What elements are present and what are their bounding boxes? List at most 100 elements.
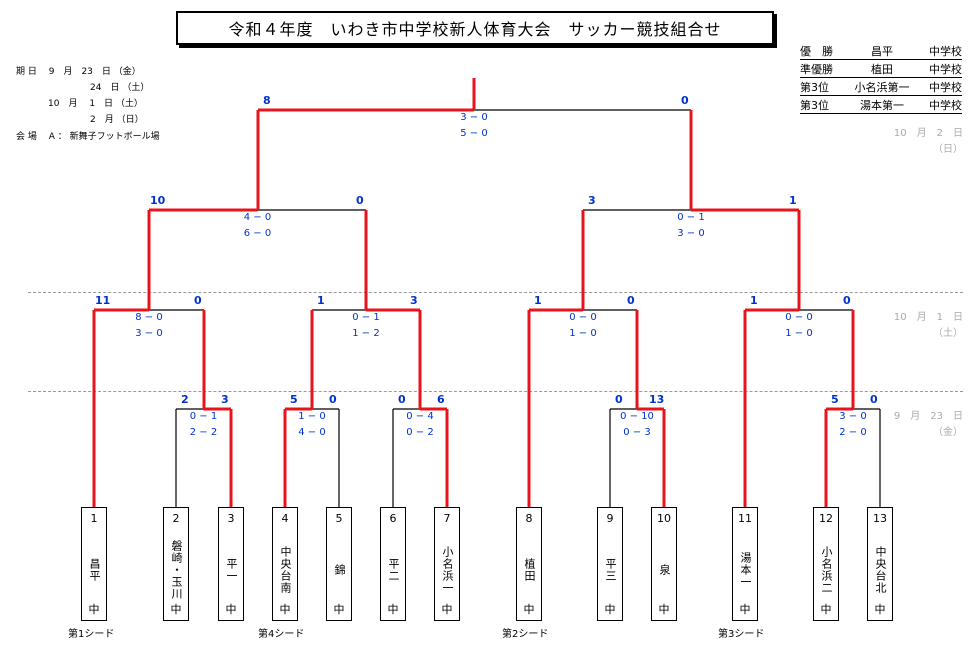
result-suffix: 中学校 <box>929 44 962 58</box>
left-goals: 1 <box>750 294 758 307</box>
team-name: 平二 <box>387 558 400 582</box>
team-suffix: 中 <box>225 603 237 616</box>
half1-score: 0 − 10 <box>620 411 654 422</box>
team-number: 7 <box>443 512 451 525</box>
seed-label: 第1シード <box>68 629 115 640</box>
half2-score: 3 − 0 <box>677 228 705 239</box>
schedule-line-2: 24 日 （土） <box>90 83 150 93</box>
result-rank: 第3位 <box>800 98 829 112</box>
team-suffix: 中 <box>170 603 182 616</box>
half2-score: 6 − 0 <box>243 228 272 239</box>
left-goals: 0 <box>398 393 406 406</box>
team-number: 11 <box>738 512 752 525</box>
team-suffix: 中 <box>441 603 453 616</box>
results-table: 優 勝昌平中学校 準優勝植田中学校 第3位小名浜第一中学校 第3位湯本第一中学校 <box>800 42 962 114</box>
team-number: 5 <box>335 512 343 525</box>
result-row: 第3位湯本第一中学校 <box>800 96 962 114</box>
right-goals: 6 <box>437 393 445 406</box>
right-goals: 1 <box>789 194 797 207</box>
half2-score: 1 − 2 <box>352 328 380 339</box>
half1-score: 0 − 4 <box>406 411 434 422</box>
schedule-line-3: 10 月 1 日 （土） <box>48 99 143 109</box>
result-rank: 準優勝 <box>800 62 833 76</box>
team-number: 6 <box>389 512 397 525</box>
team-box: 3 平一中 <box>218 507 244 621</box>
seed-label: 第3シード <box>718 629 765 640</box>
team-number: 9 <box>606 512 614 525</box>
result-suffix: 中学校 <box>929 80 962 94</box>
half2-score: 2 − 2 <box>189 427 218 438</box>
day-label-final: 10 月 2 日 （日） <box>893 128 963 155</box>
schedule-line-4: 2 月 （日） <box>90 115 144 125</box>
team-name: 小名浜一 <box>441 546 454 594</box>
seed-label: 第2シード <box>502 629 549 640</box>
venue: 会 場 A ： 新舞子フットボール場 <box>16 132 160 142</box>
left-goals: 2 <box>181 393 189 406</box>
left-goals: 1 <box>317 294 325 307</box>
team-number: 10 <box>657 512 671 525</box>
half1-score: 3 − 0 <box>460 112 488 123</box>
day-divider <box>28 391 963 392</box>
half1-score: 0 − 1 <box>677 212 705 223</box>
half1-score: 0 − 1 <box>189 411 218 422</box>
page-title: 令和４年度 いわき市中学校新人体育大会 サッカー競技組合せ <box>176 11 774 45</box>
team-name: 錦 <box>333 564 346 576</box>
team-suffix: 中 <box>387 603 399 616</box>
team-suffix: 中 <box>874 603 886 616</box>
team-number: 4 <box>281 512 289 525</box>
right-goals: 0 <box>681 94 689 107</box>
team-name: 中央台南 <box>279 546 292 594</box>
result-name: 植田 <box>871 62 893 76</box>
team-number: 12 <box>819 512 833 525</box>
team-box: 1 昌平中 <box>81 507 107 621</box>
right-goals: 3 <box>410 294 418 307</box>
team-name: 湯本一 <box>739 552 752 588</box>
half1-score: 8 − 0 <box>135 312 163 323</box>
half2-score: 2 − 0 <box>839 427 867 438</box>
team-name: 中央台北 <box>874 546 887 594</box>
left-goals: 8 <box>263 94 271 107</box>
schedule-line-1: 期 日 9 月 23 日 （金） <box>16 67 141 77</box>
left-goals: 5 <box>831 393 839 406</box>
result-rank: 優 勝 <box>800 44 833 58</box>
left-goals: 1 <box>534 294 542 307</box>
half1-score: 4 − 0 <box>243 212 272 223</box>
team-name: 磐崎・玉川 <box>170 540 183 600</box>
team-suffix: 中 <box>88 603 100 616</box>
half1-score: 1 − 0 <box>298 411 326 422</box>
right-goals: 0 <box>627 294 635 307</box>
left-goals: 11 <box>95 294 111 307</box>
team-name: 泉 <box>658 564 671 576</box>
right-goals: 0 <box>329 393 337 406</box>
result-rank: 第3位 <box>800 80 829 94</box>
day-label-first: 9 月 23 日 （金） <box>893 411 963 438</box>
day-label-quarter: 10 月 1 日 （土） <box>893 312 963 339</box>
team-suffix: 中 <box>523 603 535 616</box>
left-goals: 10 <box>150 194 166 207</box>
left-goals: 3 <box>588 194 596 207</box>
result-suffix: 中学校 <box>929 98 962 112</box>
right-goals: 0 <box>843 294 851 307</box>
team-name: 昌平 <box>88 558 101 582</box>
team-number: 2 <box>172 512 180 525</box>
result-suffix: 中学校 <box>929 62 962 76</box>
team-name: 平三 <box>604 558 617 582</box>
half2-score: 1 − 0 <box>785 328 813 339</box>
half2-score: 5 − 0 <box>460 128 488 139</box>
seed-label: 第4シード <box>258 629 305 640</box>
half2-score: 1 − 0 <box>569 328 597 339</box>
half2-score: 0 − 2 <box>406 427 434 438</box>
team-number: 1 <box>90 512 98 525</box>
team-number: 3 <box>227 512 235 525</box>
team-name: 平一 <box>225 558 238 582</box>
team-box: 2 磐崎・玉川中 <box>163 507 189 621</box>
team-name: 小名浜二 <box>820 546 833 594</box>
